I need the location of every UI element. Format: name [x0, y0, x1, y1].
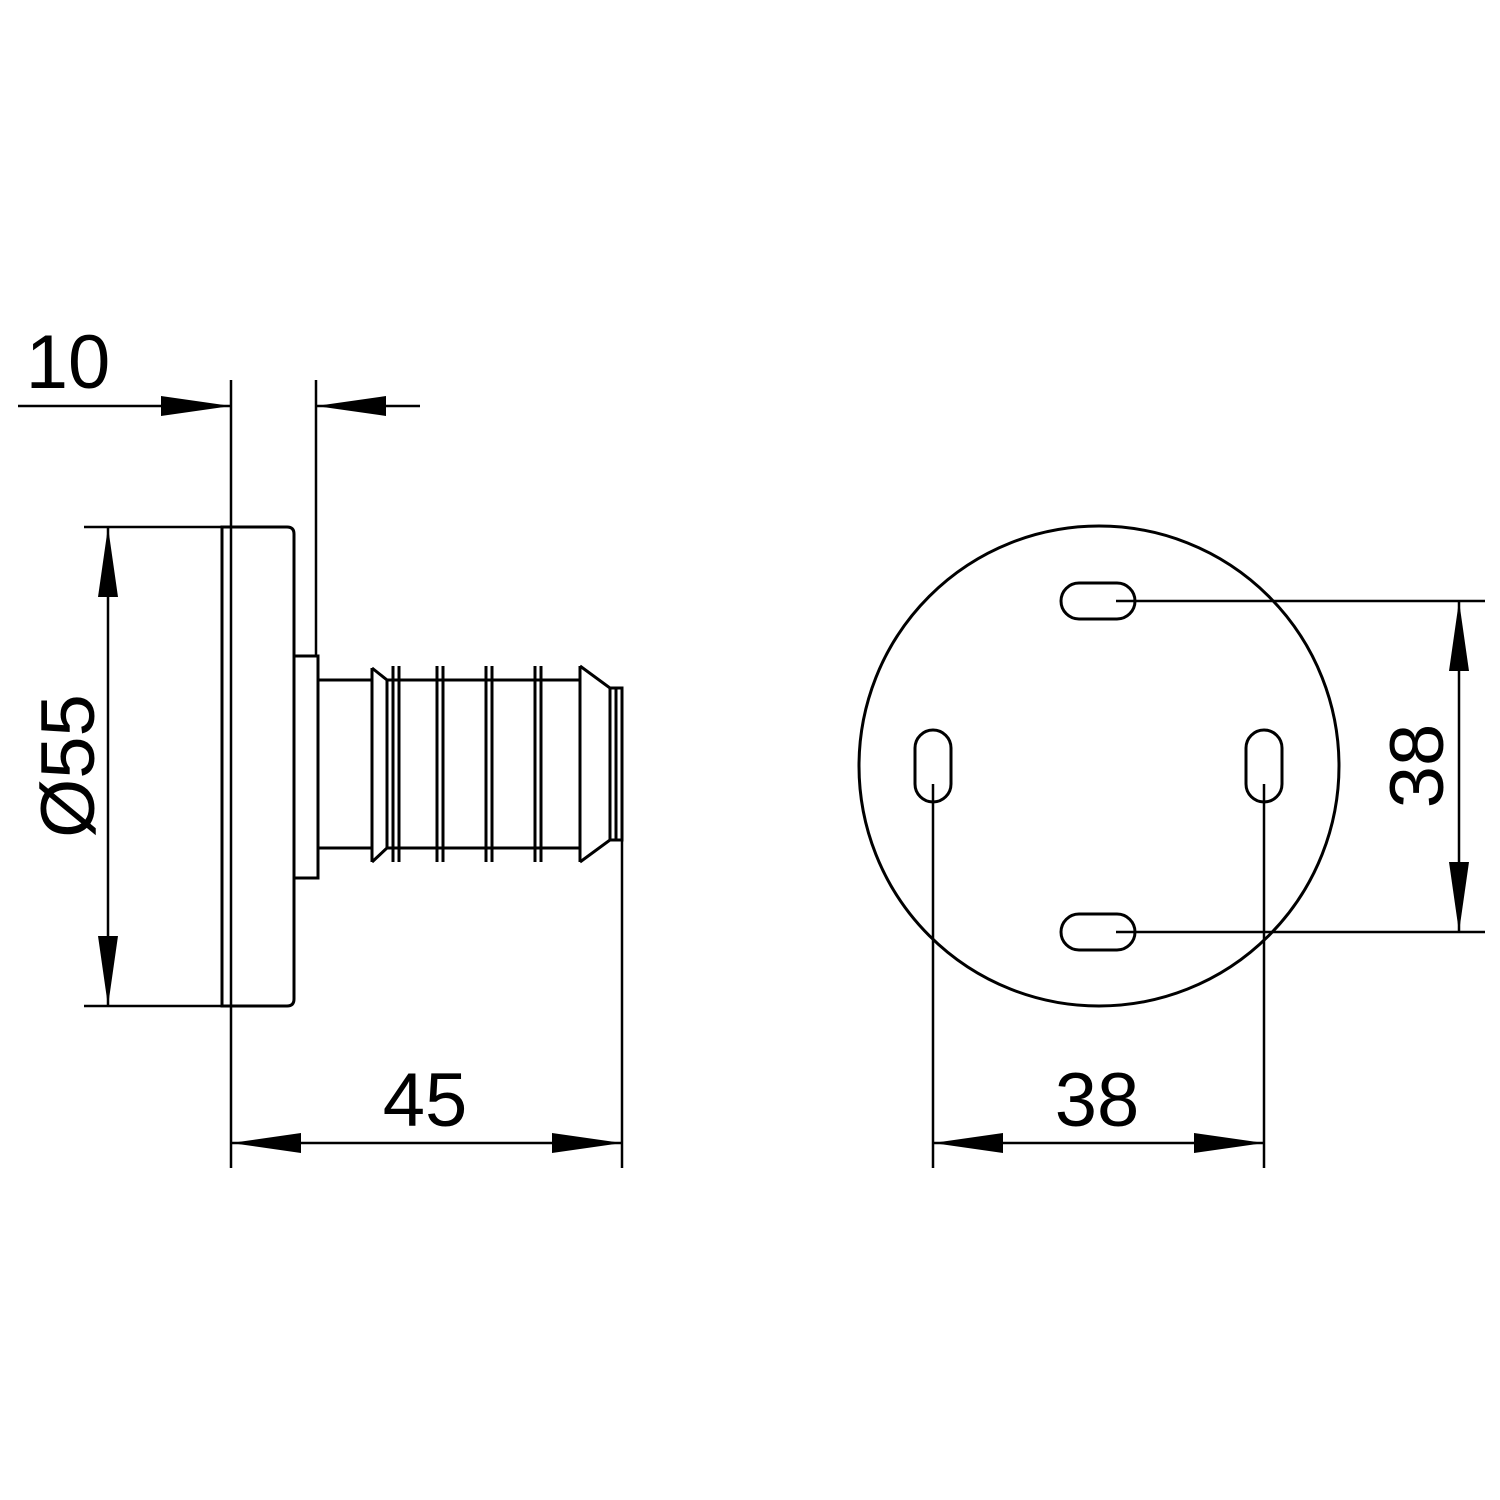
dim-vertical-slot-spacing: 38	[1375, 601, 1469, 932]
side-view: 10 Ø55 45	[18, 320, 624, 1168]
side-shaft-neck	[318, 678, 372, 850]
side-rosette-plate	[220, 525, 296, 1008]
dim-vertical-slot-spacing-label: 38	[1375, 724, 1460, 809]
side-collar	[292, 654, 320, 880]
dim-overall-length: 45	[231, 1058, 622, 1153]
dim-plate-thickness-label: 10	[26, 320, 111, 405]
dim-horizontal-slot-spacing-label: 38	[1055, 1058, 1140, 1143]
side-extension-lines	[84, 380, 624, 1168]
front-view: 38 38	[857, 524, 1485, 1168]
dim-plate-thickness: 10	[18, 320, 420, 416]
side-threaded-stud	[370, 664, 624, 864]
dim-diameter: Ø55	[26, 527, 118, 1006]
front-rosette-circle	[857, 524, 1341, 1008]
dim-diameter-label: Ø55	[26, 694, 111, 838]
dim-horizontal-slot-spacing: 38	[933, 1058, 1264, 1153]
front-extension-lines	[931, 599, 1485, 1168]
dim-overall-length-label: 45	[383, 1058, 468, 1143]
